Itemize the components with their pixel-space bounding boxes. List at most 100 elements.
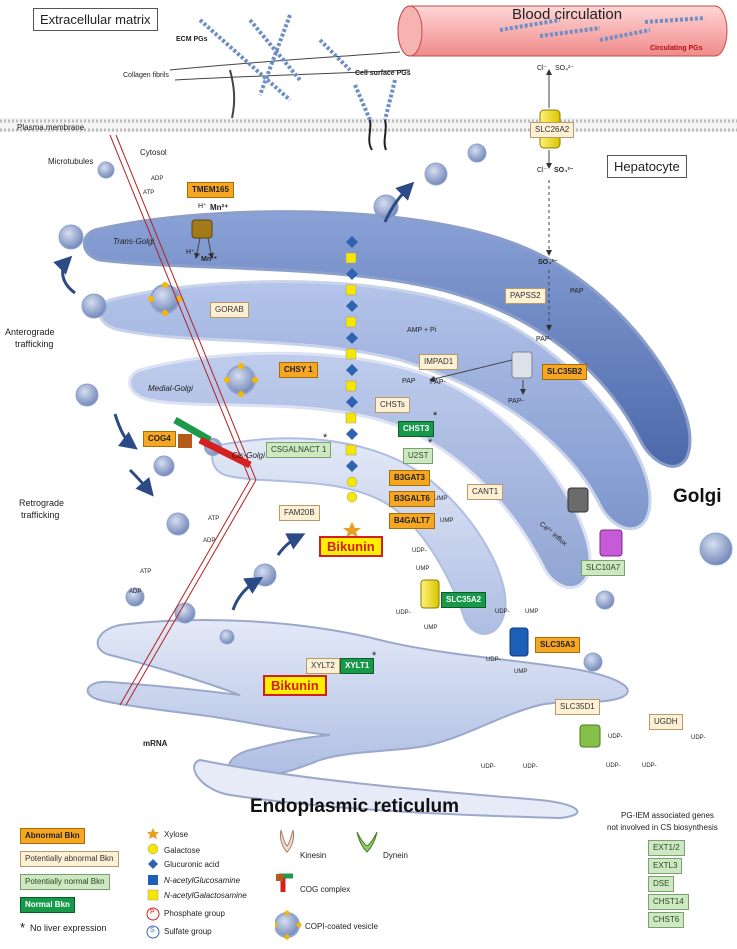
h-plus-bottom: H⁺ bbox=[186, 249, 195, 256]
ump-1: UMP bbox=[434, 496, 448, 502]
gene-csgalnact1: CSGALNACT 1 bbox=[266, 442, 332, 458]
pap-s-3: PAP- bbox=[430, 379, 446, 386]
glcnac-icon bbox=[148, 875, 158, 885]
udp-er-4: UDP- bbox=[523, 764, 538, 770]
gene-fam20b: FAM20B bbox=[279, 505, 320, 521]
amp-pi: AMP + Pi bbox=[407, 327, 437, 334]
microtubules-label: Microtubules bbox=[48, 157, 94, 166]
collagen-fibrils-label: Collagen fibrils bbox=[123, 72, 169, 79]
ca-channel bbox=[567, 487, 589, 513]
slc35a2-transporter bbox=[420, 579, 440, 609]
udp-er-3: UDP- bbox=[481, 764, 496, 770]
legend-asterisk: * bbox=[20, 920, 26, 935]
pg-iem-gene-dse: DSE bbox=[648, 876, 675, 892]
ump-5: UMP bbox=[525, 609, 539, 615]
adp-label-1: ADP bbox=[151, 176, 164, 182]
kinesin-icon bbox=[280, 829, 294, 853]
udp-er-6: UDP- bbox=[642, 763, 657, 769]
legend-icons-svg bbox=[275, 829, 378, 940]
pg-iem-gene-chst14: CHST14 bbox=[648, 894, 689, 910]
blood-circulation-title: Blood circulation bbox=[512, 6, 623, 23]
udp-5: UDP- bbox=[486, 657, 501, 663]
gene-slc35d1: SLC35D1 bbox=[555, 699, 600, 715]
gene-xylt2: XYLT2 bbox=[306, 658, 340, 674]
gene-cog4: COG4 bbox=[143, 431, 176, 447]
pap-right: PAP bbox=[570, 288, 584, 295]
gene-tmem165: TMEM165 bbox=[187, 182, 234, 198]
legend-potentially-abnormal: Potentially abnormal Bkn bbox=[20, 851, 119, 867]
legend-sulfate: Sulfate group bbox=[164, 927, 212, 936]
asterisk-u2st: * bbox=[428, 437, 433, 449]
asterisk-xylt1: * bbox=[372, 650, 377, 662]
legend-dynein: Dynein bbox=[383, 851, 408, 860]
legend-cog-complex: COG complex bbox=[300, 885, 351, 894]
cytosol-label: Cytosol bbox=[140, 148, 167, 157]
gene-ugdh: UGDH bbox=[649, 714, 683, 730]
retrograde-trafficking-label: trafficking bbox=[21, 510, 60, 520]
udp-2: UDP- bbox=[412, 548, 427, 554]
legend-abnormal: Abnormal Bkn bbox=[20, 828, 85, 844]
cl-top: Cl⁻ bbox=[537, 65, 548, 72]
legend-phosphate: Phosphate group bbox=[164, 909, 225, 918]
adp-label-2: ADP bbox=[203, 538, 216, 544]
legend-glcnac: N-acetylGlucosamine bbox=[164, 876, 241, 885]
er-title: Endoplasmic reticulum bbox=[250, 796, 460, 817]
atp-label-2: ATP bbox=[208, 516, 220, 522]
legend-glucuronic-acid: Glucuronic acid bbox=[164, 860, 220, 869]
so4-top: SO₄²⁻ bbox=[555, 65, 574, 72]
bikunin-golgi: Bikunin bbox=[319, 536, 383, 557]
pg-iem-gene-extl3: EXTL3 bbox=[648, 858, 683, 874]
cl-bottom: Cl⁻ bbox=[537, 167, 548, 174]
legend-galactose: Galactose bbox=[164, 846, 201, 855]
cell-surface-pgs-label: Cell surface PGs bbox=[355, 70, 411, 77]
anterograde-trafficking-label: trafficking bbox=[15, 339, 54, 349]
trafficking-arrows bbox=[53, 181, 415, 611]
atp-label-1: ATP bbox=[143, 190, 155, 196]
pg-iem-title-2: not involved in CS biosynthesis bbox=[607, 823, 718, 832]
circulating-pgs-label: Circulating PGs bbox=[650, 45, 703, 52]
flow-arrows bbox=[194, 69, 552, 395]
legend-potentially-normal: Potentially normal Bkn bbox=[20, 874, 110, 890]
copi-vesicle-icon bbox=[275, 910, 302, 940]
so4-bottom: SO₄²⁻ bbox=[554, 167, 574, 174]
legend-copi: COPI-coated vesicle bbox=[305, 922, 378, 931]
legend-normal: Normal Bkn bbox=[20, 897, 75, 913]
gene-b4galt7: B4GALT7 bbox=[389, 513, 435, 529]
ump-6: UMP bbox=[514, 669, 528, 675]
golgi-title: Golgi bbox=[673, 486, 722, 507]
ecm-pg-chains bbox=[198, 14, 397, 151]
gene-slc35a2: SLC35A2 bbox=[441, 592, 487, 608]
cs-chain bbox=[343, 236, 361, 538]
gene-xylt1: XYLT1 bbox=[340, 658, 375, 674]
pg-iem-gene-chst6: CHST6 bbox=[648, 912, 685, 928]
ecm-pgs-label: ECM PGs bbox=[176, 36, 208, 43]
pg-iem-title-1: PG-IEM associated genes bbox=[621, 811, 714, 820]
glucuronic-acid-icon bbox=[148, 859, 158, 869]
mn-bottom: Mn²⁺ bbox=[201, 256, 218, 263]
legend-galnac: N-acetylGalactosamine bbox=[164, 891, 247, 900]
legend-p-glyph: P bbox=[150, 909, 155, 916]
mn-top: Mn²⁺ bbox=[210, 203, 229, 212]
pg-iem-gene-ext1-2: EXT1/2 bbox=[648, 840, 685, 856]
slc35d1-transporter bbox=[579, 724, 601, 748]
slc35a3-transporter bbox=[509, 627, 529, 657]
gene-impad1: IMPAD1 bbox=[419, 354, 459, 370]
legend-symbols-svg bbox=[146, 828, 160, 939]
retrograde-label: Retrograde bbox=[19, 498, 65, 508]
gene-chsy1: CHSY 1 bbox=[279, 362, 318, 378]
udp-4: UDP- bbox=[495, 609, 510, 615]
slc35b2-transporter bbox=[511, 351, 533, 379]
galnac-icon bbox=[147, 889, 159, 901]
pap-s-2: PAP- bbox=[508, 398, 524, 405]
legend-xylose: Xylose bbox=[164, 830, 189, 839]
pap-s-1: PAP- bbox=[536, 336, 552, 343]
trans-golgi-label: Trans-Golgi bbox=[113, 237, 155, 246]
cog-complex bbox=[173, 416, 252, 469]
anterograde-label: Anterograde bbox=[5, 327, 55, 337]
atp-label-3: ATP bbox=[140, 569, 152, 575]
sulfate-icon bbox=[146, 925, 160, 939]
slc10a7-transporter bbox=[599, 529, 623, 557]
gene-b3galt6: B3GALT6 bbox=[389, 491, 435, 507]
udp-er-2: UDP- bbox=[691, 735, 706, 741]
